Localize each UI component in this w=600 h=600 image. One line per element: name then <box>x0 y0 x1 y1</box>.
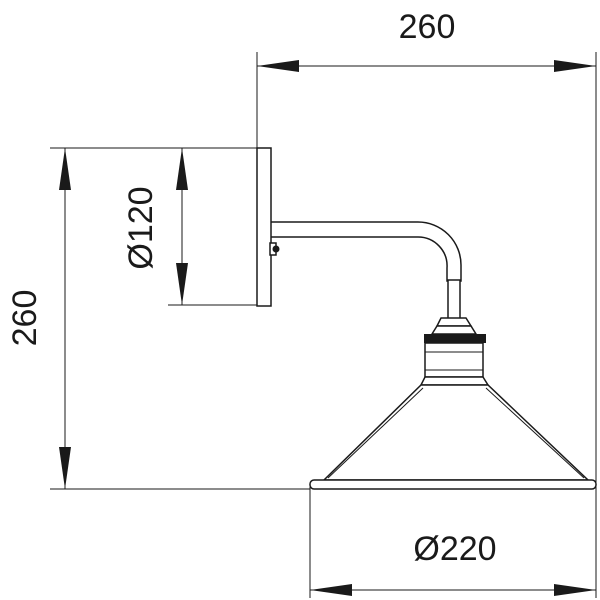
overall-height-label: 260 <box>6 290 44 347</box>
wall-lamp <box>256 147 597 490</box>
lamp-stem <box>447 279 461 321</box>
lamp-shade <box>309 384 597 490</box>
wall-backplate <box>256 147 272 307</box>
overall-width-label: 260 <box>399 8 456 46</box>
overall-height-dimension: 260 <box>6 147 310 490</box>
backplate-diameter-label: Ø120 <box>122 186 160 269</box>
overall-width-dimension: 260 <box>256 8 597 485</box>
mounting-screw <box>269 242 280 256</box>
shade-diameter-dimension: Ø220 <box>309 485 597 598</box>
lamp-arm <box>271 221 462 282</box>
backplate-diameter-dimension: Ø120 <box>122 148 258 306</box>
bulb-holder <box>419 317 490 386</box>
shade-diameter-label: Ø220 <box>413 530 496 568</box>
